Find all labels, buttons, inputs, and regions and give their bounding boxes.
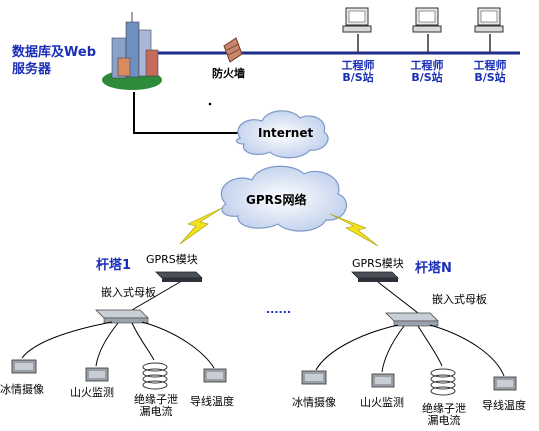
- tower-left-name: 杆塔1: [96, 258, 132, 273]
- board-right-label: 嵌入式母板: [432, 293, 487, 306]
- firewall-icon: [223, 37, 243, 63]
- workstation-icon-3: [474, 7, 504, 33]
- gprs-network-label: GPRS网络: [246, 193, 307, 207]
- ellipsis-label: ......: [266, 303, 292, 316]
- lightning-icon-left: [179, 207, 223, 245]
- board-left-label: 嵌入式母板: [101, 286, 156, 299]
- lightning-icon-right: [329, 213, 379, 247]
- internet-cloud: [235, 110, 329, 159]
- workstation-label-3: 工程师 B/S站: [473, 59, 507, 85]
- gprs-module-left-label: GPRS模块: [146, 253, 198, 266]
- leakage-label-left: 绝缘子泄 漏电流: [134, 393, 178, 419]
- lan-backbone: [148, 34, 520, 55]
- fire-label-right: 山火监测: [360, 396, 404, 409]
- workstation-icon-1: [342, 7, 372, 33]
- camera-label-left: 冰情摄像: [0, 383, 44, 396]
- temperature-label-right: 导线温度: [482, 399, 526, 412]
- camera-device-icon-right: [301, 370, 327, 385]
- server-icon: [102, 12, 162, 90]
- gprs-module-left: [155, 271, 203, 282]
- gprs-cloud: [220, 165, 348, 232]
- embedded-board-right: [385, 312, 439, 327]
- sensor-links-right: [315, 324, 505, 377]
- workstation-icon-2: [412, 7, 442, 33]
- fire-monitor-icon-left: [85, 367, 109, 382]
- camera-device-icon-left: [11, 359, 37, 374]
- server-label: 数据库及Web 服务器: [12, 45, 96, 78]
- workstation-label-1: 工程师 B/S站: [341, 59, 375, 85]
- embedded-board-left: [95, 309, 149, 324]
- leakage-label-right: 绝缘子泄 漏电流: [422, 402, 466, 428]
- fire-label-left: 山火监测: [70, 386, 114, 399]
- firewall-label: 防火墙: [212, 67, 245, 80]
- tower-right-name: 杆塔N: [415, 261, 452, 276]
- workstation-label-2: 工程师 B/S站: [410, 59, 444, 85]
- leakage-coil-icon-left: [142, 362, 168, 390]
- camera-label-right: 冰情摄像: [292, 396, 336, 409]
- internet-label: Internet: [258, 126, 314, 140]
- gprs-module-right: [351, 271, 399, 282]
- temperature-device-icon-right: [493, 376, 517, 391]
- temperature-device-icon-left: [203, 368, 227, 383]
- gprs-module-right-label: GPRS模块: [352, 257, 404, 270]
- temperature-label-left: 导线温度: [190, 395, 234, 408]
- leakage-coil-icon-right: [430, 368, 456, 396]
- server-internet-link: [133, 92, 240, 134]
- fire-monitor-icon-right: [371, 373, 395, 388]
- sensor-links-left: [21, 321, 215, 369]
